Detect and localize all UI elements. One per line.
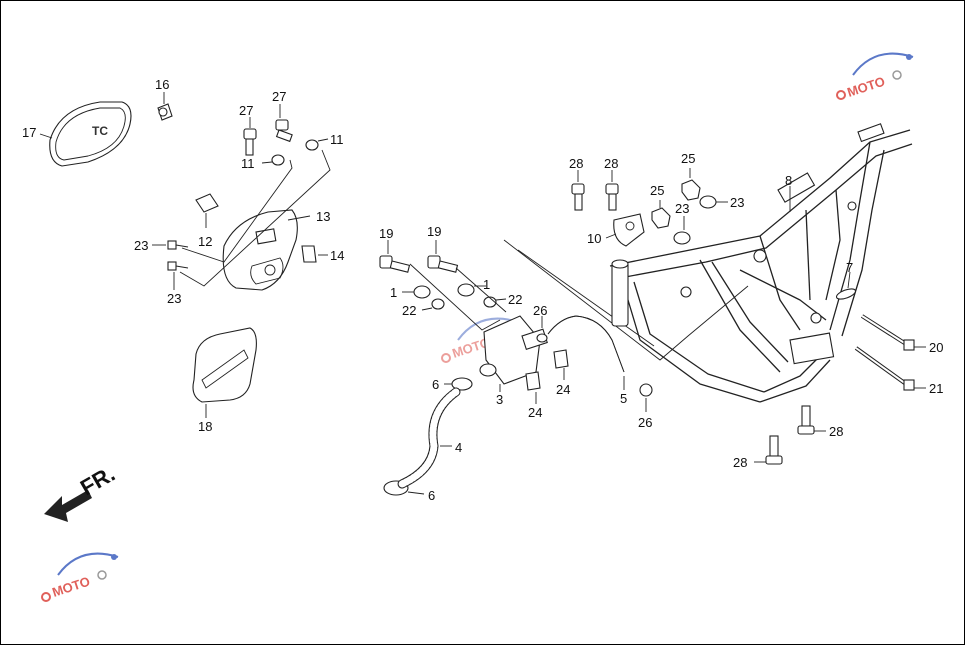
nut-part (681, 168, 701, 201)
callout-28: 28 (829, 424, 843, 439)
rubber-damper-part (301, 245, 328, 263)
callout-18: 18 (198, 419, 212, 434)
fuel-cock-part (479, 315, 548, 392)
watermark-logo-bottom: MOTO (41, 552, 119, 602)
callout-19: 19 (379, 226, 393, 241)
clip-part (195, 193, 219, 228)
callout-28: 28 (569, 156, 583, 171)
callout-4: 4 (455, 440, 462, 455)
bolt-part (605, 170, 619, 211)
bolt-part (243, 117, 257, 156)
callout-22: 22 (508, 292, 522, 307)
bolt-part (379, 240, 411, 273)
callout-23: 23 (730, 195, 744, 210)
callout-8: 8 (785, 173, 792, 188)
callout-labels: 1 1 3 4 5 6 6 7 8 10 11 11 12 13 14 16 1… (22, 77, 943, 503)
callout-1: 1 (483, 277, 490, 292)
callout-10: 10 (587, 231, 601, 246)
washer-part (699, 195, 728, 209)
nut-part (651, 200, 671, 229)
screw-part (167, 261, 189, 290)
side-cover-emblem-part: TC (39, 101, 132, 167)
svg-text:TC: TC (92, 124, 108, 138)
bracket-part (605, 213, 645, 247)
callout-6: 6 (432, 377, 439, 392)
callout-21: 21 (929, 381, 943, 396)
callout-27: 27 (272, 89, 286, 104)
callout-26: 26 (638, 415, 652, 430)
fuel-hose-part (397, 387, 461, 489)
callout-11: 11 (330, 132, 344, 147)
long-bolt-part (860, 314, 926, 351)
callout-23: 23 (167, 291, 181, 306)
bolt-part (427, 240, 459, 273)
hose-part (541, 315, 625, 390)
watermark-text: MOTO (50, 574, 92, 600)
bolt-part (797, 405, 826, 435)
seal-part (483, 296, 507, 308)
callout-24: 24 (528, 405, 542, 420)
callout-7: 7 (846, 260, 853, 275)
bolt-part (275, 104, 293, 143)
callout-6: 6 (428, 488, 435, 503)
callout-25: 25 (681, 151, 695, 166)
callout-3: 3 (496, 392, 503, 407)
watermark-logo-top: MOTO (836, 52, 914, 100)
hose-clamp-part (444, 377, 473, 391)
callout-13: 13 (316, 209, 330, 224)
callout-23: 23 (675, 201, 689, 216)
callout-25: 25 (650, 183, 664, 198)
grommet-part (157, 92, 173, 121)
long-bolt-part (854, 346, 926, 391)
bolt-part (754, 435, 783, 465)
callout-20: 20 (929, 340, 943, 355)
callout-5: 5 (620, 391, 627, 406)
cap-part (525, 371, 541, 404)
plug-part (639, 383, 653, 412)
cap-part (553, 349, 569, 380)
callout-28: 28 (733, 455, 747, 470)
callout-1: 1 (390, 285, 397, 300)
watermark-text: MOTO (845, 74, 887, 100)
washer-part (457, 283, 486, 297)
bolt-part (571, 170, 585, 211)
callout-12: 12 (198, 234, 212, 249)
callout-28: 28 (604, 156, 618, 171)
callout-27: 27 (239, 103, 253, 118)
side-cover-panel-part (192, 327, 257, 418)
seal-part (421, 298, 445, 311)
callout-16: 16 (155, 77, 169, 92)
washer-part (402, 285, 431, 299)
side-cover-part (222, 209, 311, 291)
callout-22: 22 (402, 303, 416, 318)
callout-14: 14 (330, 248, 344, 263)
callout-11: 11 (241, 156, 255, 171)
callout-23: 23 (134, 238, 148, 253)
callout-19: 19 (427, 224, 441, 239)
front-direction-arrow: FR. (44, 461, 119, 522)
washer-part (673, 216, 691, 245)
motorcycle-frame-part (609, 123, 913, 403)
rubber-pad-part (835, 271, 857, 300)
screw-part (152, 240, 189, 250)
callout-26: 26 (533, 303, 547, 318)
callout-17: 17 (22, 125, 36, 140)
callout-24: 24 (556, 382, 570, 397)
collar-part (261, 138, 329, 166)
